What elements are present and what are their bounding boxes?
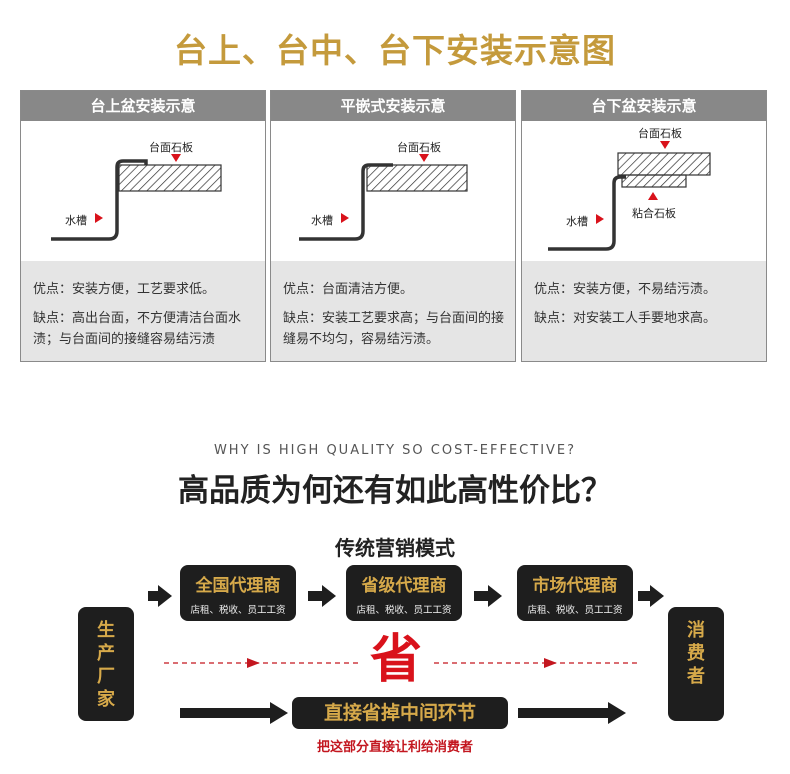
consumer-box: 消费者: [668, 607, 724, 721]
agent-title: 市场代理商: [532, 576, 618, 596]
agent-costs: 店租、税收、员工工资: [190, 605, 286, 616]
dashed-saving-line-right: [434, 658, 640, 668]
top-mount-drawing: [51, 159, 222, 241]
countertop-label: 台面石板: [149, 141, 193, 154]
sink-outline: [51, 159, 148, 241]
pros-text: 优点：台面清洁方便。: [283, 282, 414, 297]
sink-arrow-icon: [341, 213, 349, 223]
countertop-slab: [118, 164, 222, 192]
cons-text: 缺点：安装工艺要求高；与台面间的接缝易不均匀，容易结污渍。: [283, 311, 505, 347]
panel-top-mount: 台上盆安装示意 台面石板 水槽 优点：安装方便，工艺要求低。 缺点：高出台面，不…: [20, 90, 266, 362]
panel-flush-mount: 平嵌式安装示意 台面石板 水槽 优点：台面清洁方便。 缺点：安装工艺要求高；与台…: [270, 90, 516, 362]
agent-title: 全国代理商: [195, 576, 281, 596]
shortcut-arrow-right-icon: [518, 702, 626, 724]
panel-header: 台上盆安装示意: [21, 91, 265, 121]
adhesive-label: 粘合石板: [632, 207, 676, 220]
provincial-agent-box: 省级代理商 店租、税收、员工工资: [346, 565, 462, 621]
page-title: 台上、台中、台下安装示意图: [174, 31, 616, 70]
sink-label: 水槽: [311, 214, 333, 227]
flush-mount-figure: 台面石板 水槽: [271, 121, 515, 261]
panel-notes: 优点：安装方便，不易结污渍。 缺点：对安装工人手要地求高。: [522, 261, 766, 361]
under-mount-figure: 台面石板 粘合石板 水槽: [522, 121, 766, 261]
arrow-to-national-icon: [148, 585, 172, 607]
section-subtitle-en: WHY IS HIGH QUALITY SO COST-EFFECTIVE?: [213, 443, 577, 458]
sink-label: 水槽: [566, 215, 588, 228]
countertop-arrow-icon: [419, 154, 429, 162]
dashed-saving-line-left: [164, 658, 358, 668]
agent-title: 省级代理商: [361, 576, 447, 596]
panel-notes: 优点：台面清洁方便。 缺点：安装工艺要求高；与台面间的接缝易不均匀，容易结污渍。: [271, 261, 515, 361]
countertop-label: 台面石板: [638, 127, 682, 140]
panel-header: 平嵌式安装示意: [271, 91, 515, 121]
pros-text: 优点：安装方便，工艺要求低。: [33, 282, 216, 297]
agent-costs: 店租、税收、员工工资: [527, 605, 623, 616]
panel-notes: 优点：安装方便，工艺要求低。 缺点：高出台面，不方便清洁台面水渍；与台面间的接缝…: [21, 261, 265, 361]
shortcut-arrow-left-icon: [180, 702, 288, 724]
market-agent-box: 市场代理商 店租、税收、员工工资: [517, 565, 633, 621]
sink-arrow-icon: [596, 214, 604, 224]
countertop-arrow-icon: [171, 154, 181, 162]
top-mount-figure: 台面石板 水槽: [21, 121, 265, 261]
shortcut-box: 直接省掉中间环节: [292, 697, 508, 729]
flush-mount-drawing: [299, 163, 468, 241]
arrow-to-consumer-icon: [638, 585, 664, 607]
save-character: 省: [369, 630, 422, 690]
arrow-to-provincial-icon: [308, 585, 336, 607]
traditional-model-label: 传统营销模式: [335, 536, 455, 560]
footnote-text: 把这部分直接让利给消费者: [316, 740, 473, 755]
countertop-arrow-icon: [660, 141, 670, 149]
pros-text: 优点：安装方便，不易结污渍。: [534, 282, 717, 297]
under-mount-drawing: [548, 152, 711, 251]
panel-header: 台下盆安装示意: [522, 91, 766, 121]
producer-box: 生产厂家: [78, 607, 134, 721]
section-title: 高品质为何还有如此高性价比？: [178, 473, 612, 509]
sink-arrow-icon: [95, 213, 103, 223]
cons-text: 缺点：高出台面，不方便清洁台面水渍；与台面间的接缝容易结污渍: [33, 311, 242, 347]
sink-label: 水槽: [65, 214, 87, 227]
countertop-slab: [366, 164, 468, 192]
arrow-to-market-icon: [474, 585, 502, 607]
panel-under-mount: 台下盆安装示意 台面石板 粘合石板 水槽 优点：安装方便，不易结污渍。 缺点：对…: [521, 90, 767, 362]
sink-outline: [299, 163, 393, 241]
agent-costs: 店租、税收、员工工资: [356, 605, 452, 616]
adhesive-slab: [621, 174, 687, 188]
cons-text: 缺点：对安装工人手要地求高。: [534, 311, 717, 326]
national-agent-box: 全国代理商 店租、税收、员工工资: [180, 565, 296, 621]
adhesive-arrow-icon: [648, 192, 658, 200]
countertop-label: 台面石板: [397, 141, 441, 154]
sink-outline: [548, 175, 626, 251]
